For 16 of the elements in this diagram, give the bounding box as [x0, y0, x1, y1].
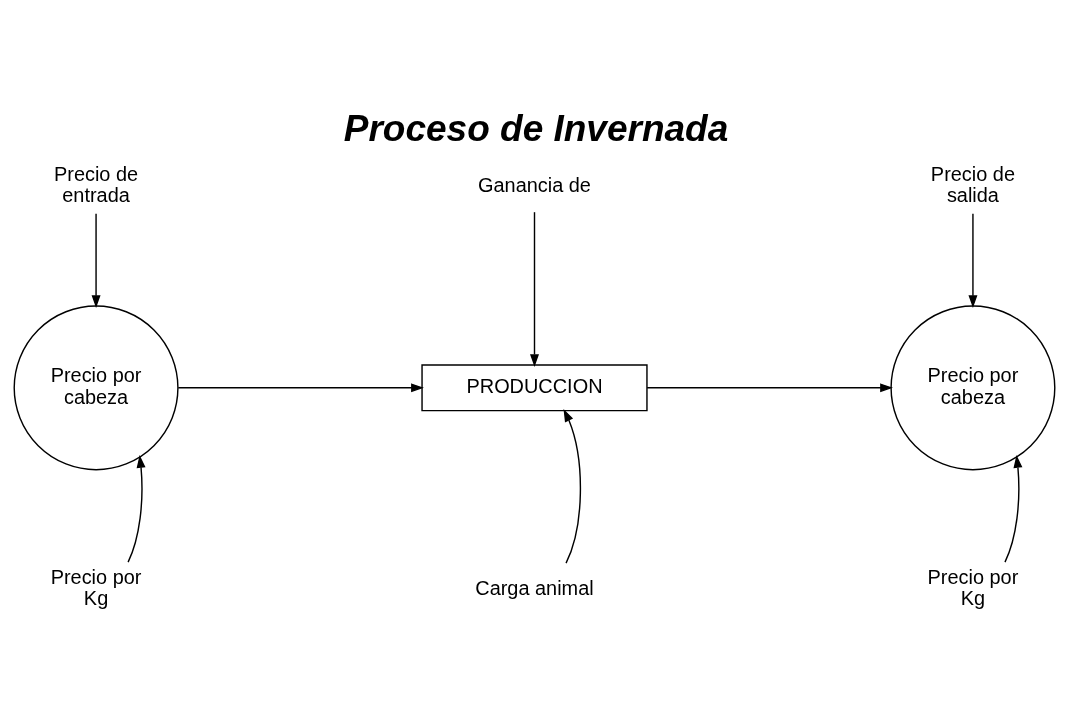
arrow — [91, 213, 101, 309]
node-text: Ganancia de — [478, 173, 591, 196]
node-text: Carga animal — [475, 576, 594, 599]
node-text: Precio por Kg — [50, 565, 142, 610]
node-text: Precio de salida — [930, 163, 1015, 207]
arrow — [968, 213, 978, 309]
arrow — [530, 211, 539, 368]
node-text: Precio por Kg — [927, 565, 1019, 610]
arrow — [177, 383, 424, 393]
arrow — [563, 408, 582, 564]
arrow — [127, 454, 146, 563]
node-box: PRODUCCION — [421, 364, 648, 412]
diagram-title: Proceso de Invernada — [343, 106, 729, 149]
arrow — [646, 383, 893, 393]
node-text: Precio de entrada — [54, 163, 139, 207]
arrow — [1004, 454, 1023, 563]
